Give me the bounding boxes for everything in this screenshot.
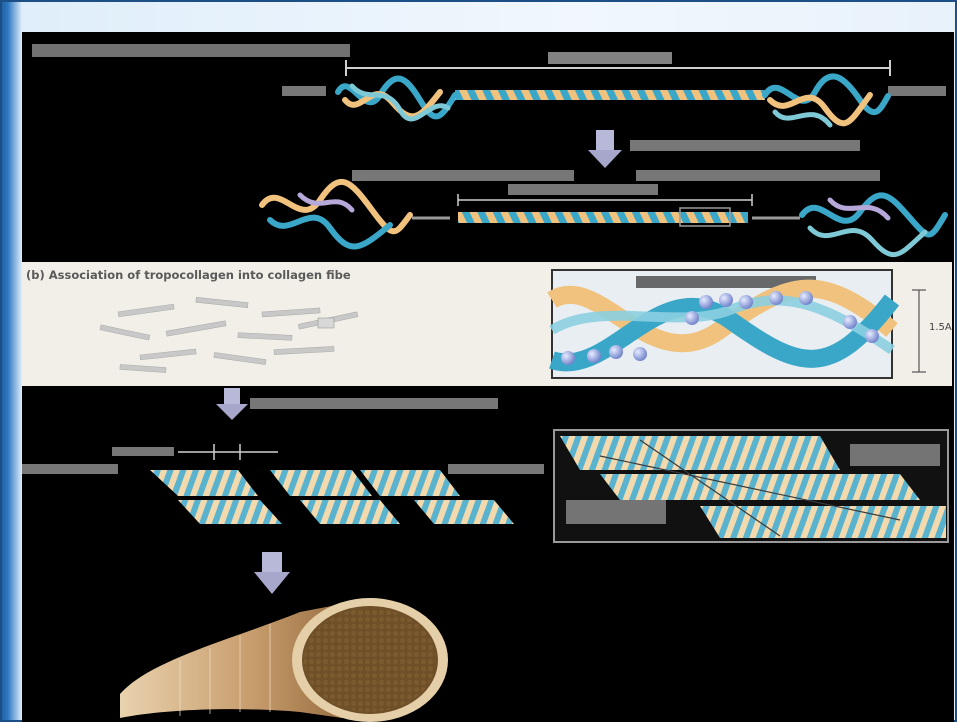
section-b-title: (b) Association of tropocollagen into co… <box>26 268 351 282</box>
triple-helix-inset <box>552 270 926 378</box>
arrow-down-3 <box>254 552 290 594</box>
arrow-down-2 <box>216 388 498 420</box>
n-terminus-label <box>282 86 326 96</box>
c-propeptide-label <box>636 170 880 181</box>
procollagen-label-blur <box>32 44 350 57</box>
tropocollagen-label <box>508 184 658 195</box>
crosslink-inset <box>554 430 948 542</box>
helix-distance-label: 1.5A <box>929 322 952 333</box>
n-propeptide-label <box>352 170 574 181</box>
c-terminus-label <box>888 86 946 96</box>
collagen-fiber <box>120 598 448 722</box>
arrow-down-1 <box>588 130 860 168</box>
fibril-assembly <box>22 444 544 524</box>
procollagen-span-bar <box>346 52 890 76</box>
procollagen-molecule <box>338 76 888 125</box>
